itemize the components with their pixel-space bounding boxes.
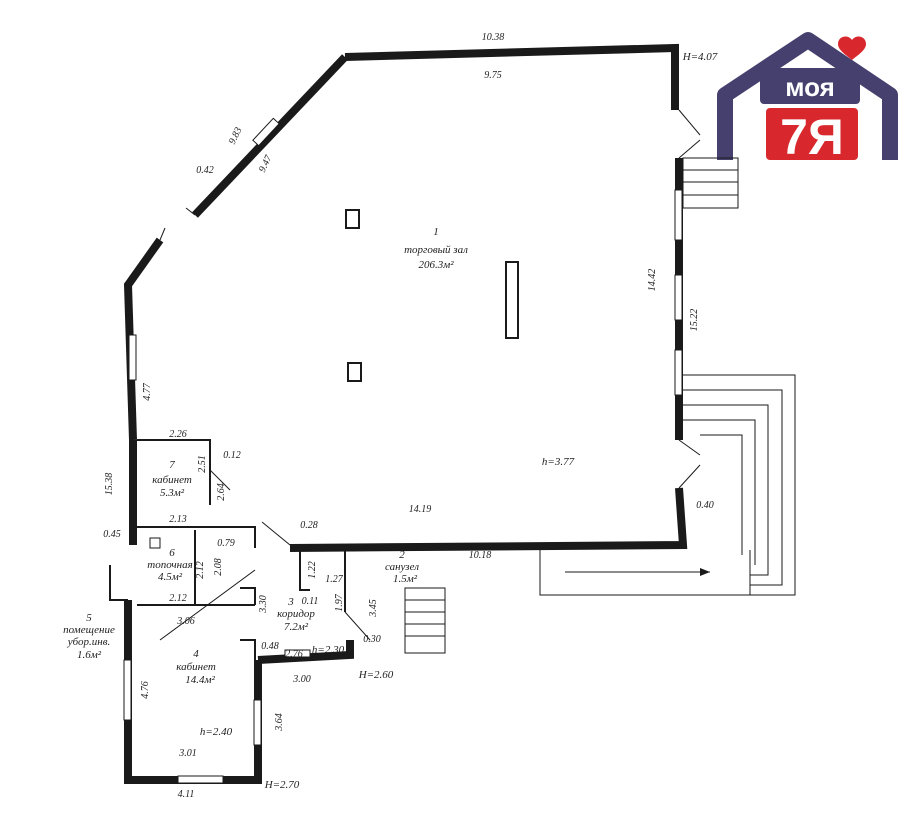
room-1-number: 1 <box>433 226 439 238</box>
dim-011: 0.11 <box>302 596 319 607</box>
room-4-name: кабинет <box>176 661 216 673</box>
dim-r4-476: 4.76 <box>140 681 151 699</box>
room-2-name: санузел <box>385 561 419 573</box>
room-6-number: 6 <box>169 547 175 559</box>
room-3-name: коридор <box>277 608 315 620</box>
h-main: h=3.77 <box>542 456 575 468</box>
dim-left-045: 0.45 <box>103 529 121 540</box>
door-swings <box>159 109 701 546</box>
dim-r7-side: 2.51 <box>197 455 208 473</box>
windows <box>123 117 683 784</box>
dim-030: 0.30 <box>363 634 381 645</box>
dim-r6-top: 2.13 <box>169 514 187 525</box>
dim-197: 1.97 <box>334 593 345 612</box>
height-H3: H=2.70 <box>264 779 300 791</box>
dim-left-upper: 4.77 <box>142 382 153 401</box>
dim-diag-outer: 9.83 <box>227 126 244 147</box>
dim-r5-212: 2.12 <box>169 593 187 604</box>
dim-main-bottom-outer: 10.18 <box>469 550 492 561</box>
dim-127: 1.27 <box>325 574 344 585</box>
room-7-area: 5.3м² <box>160 487 185 499</box>
dim-122: 1.22 <box>307 561 318 579</box>
room-5-name2: убор.инв. <box>67 636 111 648</box>
h-corr: h=2.30 <box>312 644 345 656</box>
dim-040: 0.40 <box>696 500 714 511</box>
room-1-area: 206.3м² <box>418 259 454 271</box>
room-7-number: 7 <box>169 459 175 471</box>
h-office: h=2.40 <box>200 726 233 738</box>
logo-word1: моя <box>785 72 835 102</box>
dim-r4-301: 3.01 <box>178 748 197 759</box>
entrance-ramp <box>539 374 796 596</box>
room-5-name: помещение <box>63 624 115 636</box>
dim-right-outer: 15.22 <box>689 309 700 332</box>
logo-word2: 7Я <box>780 109 844 165</box>
dim-r6-208: 2.08 <box>213 558 224 576</box>
dim-r4-306: 3.06 <box>176 616 195 627</box>
dim-r6-212: 2.12 <box>195 561 206 579</box>
stairs-lower <box>404 587 446 654</box>
dim-r7-012: 0.12 <box>223 450 241 461</box>
room-5-area: 1.6м² <box>77 649 102 661</box>
dim-345: 3.45 <box>368 599 379 618</box>
dim-r4-048: 0.48 <box>261 641 279 652</box>
dim-diag-small: 0.42 <box>196 165 214 176</box>
dim-top-inner: 9.75 <box>484 70 502 81</box>
dim-r7-264: 2.64 <box>216 483 227 501</box>
height-H1: H=4.07 <box>682 51 718 63</box>
dim-right-inner: 14.42 <box>647 269 658 292</box>
dim-r6-079: 0.79 <box>217 538 235 549</box>
dim-top-outer: 10.38 <box>482 32 505 43</box>
dim-main-bottom-inner: 14.19 <box>409 504 432 515</box>
room-6-name: топочная <box>147 559 192 571</box>
room-3-area: 7.2м² <box>284 621 309 633</box>
moya-7ya-logo: моя 7Я <box>717 32 898 165</box>
room-3-number: 3 <box>287 596 294 608</box>
room-7-name: кабинет <box>152 474 192 486</box>
dim-r4-364: 3.64 <box>274 713 285 732</box>
dim-r7-top: 2.26 <box>169 429 187 440</box>
dim-r4-411: 4.11 <box>178 789 195 800</box>
dim-diag-inner: 9.47 <box>257 153 275 174</box>
interior-walls <box>109 439 371 660</box>
stairs-top-right <box>682 157 739 209</box>
room-6-area: 4.5м² <box>158 571 183 583</box>
room-2-number: 2 <box>399 549 405 561</box>
dim-r4-300: 3.00 <box>292 674 311 685</box>
dim-r4-330: 3.30 <box>258 595 269 614</box>
heart-icon <box>838 36 866 60</box>
room-2-area: 1.5м² <box>393 573 418 585</box>
dim-r4-276: 2.76 <box>285 649 303 660</box>
room-4-area: 14.4м² <box>185 674 215 686</box>
dim-028: 0.28 <box>300 520 318 531</box>
room-4-number: 4 <box>193 648 199 660</box>
columns <box>345 209 519 382</box>
room-5-number: 5 <box>86 612 92 624</box>
room-1-name: торговый зал <box>404 244 468 256</box>
dim-left-outer: 15.38 <box>104 473 115 496</box>
height-H2: H=2.60 <box>358 669 394 681</box>
